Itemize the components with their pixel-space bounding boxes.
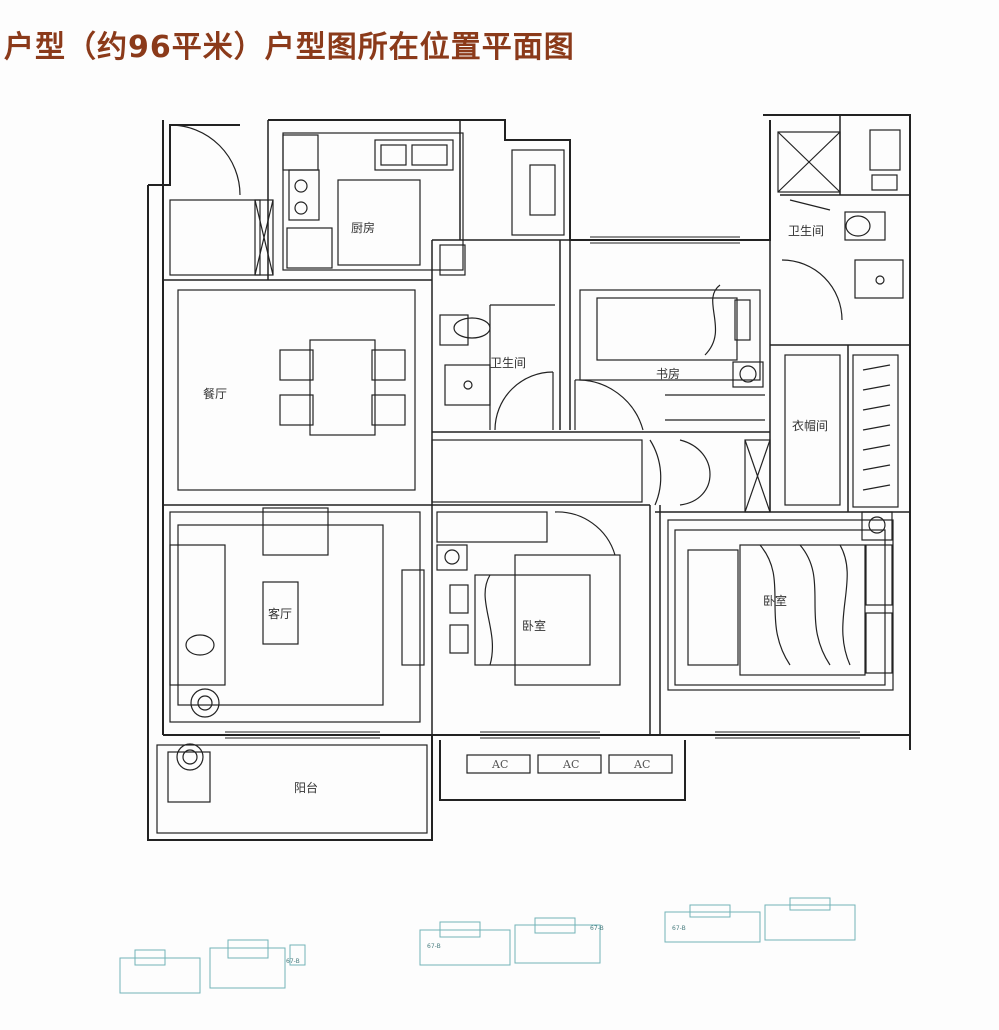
outer-walls xyxy=(147,114,911,841)
keyplan-label: 67-B xyxy=(427,943,441,950)
windows xyxy=(225,236,860,739)
study-label: 书房 xyxy=(656,366,680,381)
kitchen-label: 厨房 xyxy=(351,220,375,235)
keyplan-label: 67-B xyxy=(672,925,686,932)
cloakroom-label: 衣帽间 xyxy=(792,418,828,433)
dining-area xyxy=(177,289,416,491)
ac-label: AC xyxy=(633,758,650,771)
keyplan-block-2 xyxy=(419,917,601,966)
keyplan-labels: 67-B 67-B 67-B 67-B xyxy=(286,925,686,965)
kitchen xyxy=(282,132,565,271)
living-room xyxy=(169,507,425,723)
entry-balcony xyxy=(169,124,274,276)
master-bedroom xyxy=(667,511,894,691)
dining-label: 餐厅 xyxy=(203,386,227,401)
ac-units xyxy=(466,754,673,774)
bathroom-main xyxy=(439,244,555,431)
ac-label: AC xyxy=(562,758,579,771)
cloakroom xyxy=(784,354,899,508)
second-bedroom-label: 卧室 xyxy=(522,618,546,633)
bathroom-master-label: 卫生间 xyxy=(788,224,824,238)
bathroom-master xyxy=(777,129,904,321)
second-bedroom xyxy=(436,511,621,686)
keyplan-block-3 xyxy=(664,897,856,943)
bathroom-main-label: 卫生间 xyxy=(490,356,526,370)
front-balcony xyxy=(156,743,428,834)
master-bedroom-label: 卧室 xyxy=(763,593,787,608)
room-labels: 厨房 餐厅 卫生间 书房 卫生间 衣帽间 客厅 卧室 卧室 阳台 AC AC A… xyxy=(203,220,828,795)
keyplan-block-1 xyxy=(119,939,306,994)
page-title: 户型（约96平米）户型图所在位置平面图 xyxy=(4,30,575,65)
corridor xyxy=(431,439,771,513)
ac-label: AC xyxy=(491,758,508,771)
keyplan xyxy=(119,897,856,994)
balcony-label: 阳台 xyxy=(294,780,318,795)
living-room-label: 客厅 xyxy=(268,606,292,621)
keyplan-label: 67-B xyxy=(286,958,300,965)
keyplan-label: 67-B xyxy=(590,925,604,932)
study xyxy=(574,284,765,431)
